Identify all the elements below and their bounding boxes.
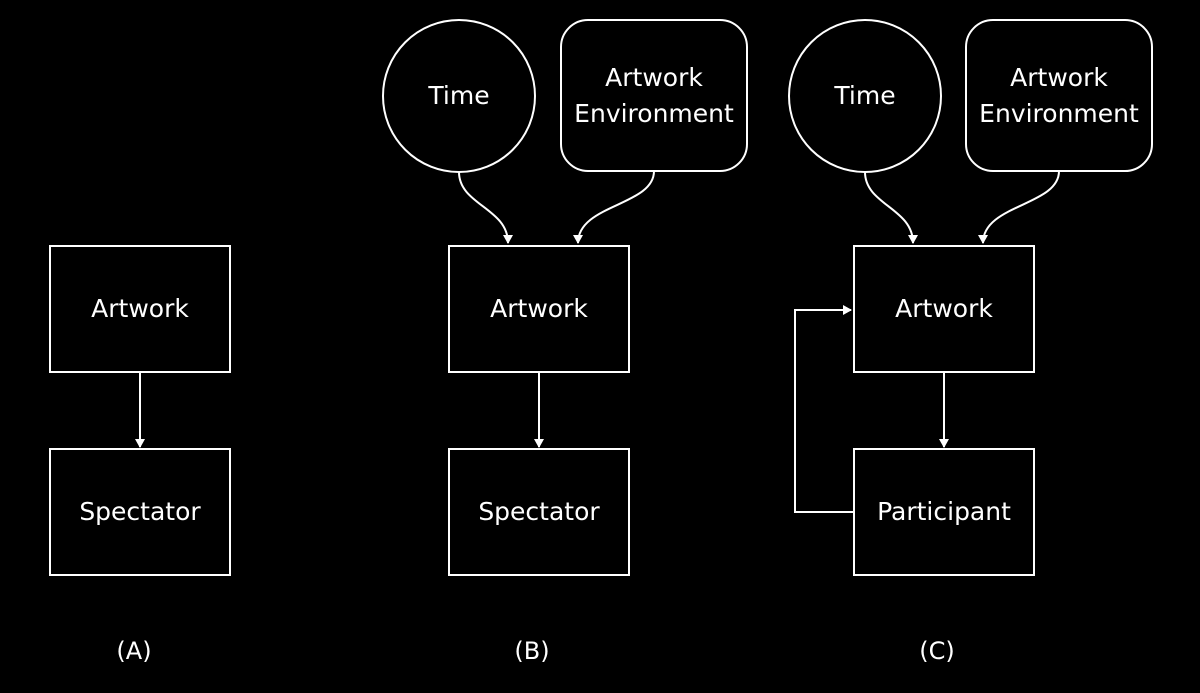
participant-box-c: Participant	[853, 448, 1035, 576]
environment-box-c: Artwork Environment	[965, 19, 1153, 172]
environment-label-c: Artwork Environment	[979, 62, 1139, 128]
environment-label-b: Artwork Environment	[574, 62, 734, 128]
time-label-b: Time	[428, 81, 490, 110]
environment-box-b: Artwork Environment	[560, 19, 748, 172]
arrow-environment-to-artwork-c	[978, 170, 1060, 244]
spectator-box-a: Spectator	[49, 448, 231, 576]
spectator-label-b: Spectator	[478, 497, 600, 526]
spectator-label-a: Spectator	[79, 497, 201, 526]
arrow-time-to-artwork-b	[458, 171, 513, 244]
artwork-box-c: Artwork	[853, 245, 1035, 373]
caption-b: (B)	[514, 637, 550, 665]
time-circle-c: Time	[788, 19, 942, 173]
artwork-box-a: Artwork	[49, 245, 231, 373]
artwork-label-a: Artwork	[91, 294, 189, 323]
artwork-label-b: Artwork	[490, 294, 588, 323]
arrow-time-to-artwork-c	[864, 171, 918, 244]
caption-a: (A)	[116, 637, 152, 665]
time-circle-b: Time	[382, 19, 536, 173]
arrow-environment-to-artwork-b	[573, 170, 655, 244]
arrow-participant-feedback-to-artwork-c	[794, 305, 854, 513]
artwork-box-b: Artwork	[448, 245, 630, 373]
caption-c: (C)	[919, 637, 955, 665]
time-label-c: Time	[834, 81, 896, 110]
participant-label-c: Participant	[877, 497, 1011, 526]
artwork-label-c: Artwork	[895, 294, 993, 323]
spectator-box-b: Spectator	[448, 448, 630, 576]
